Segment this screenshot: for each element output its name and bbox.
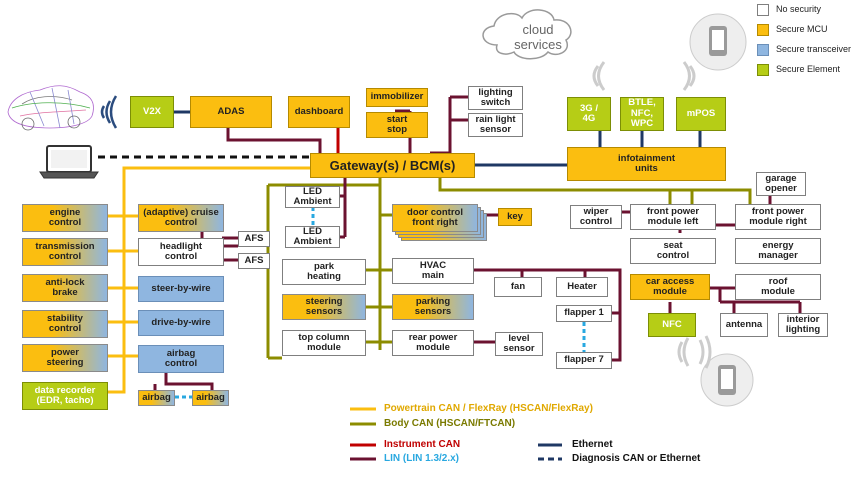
node-level-sensor[interactable]: level sensor	[495, 332, 543, 356]
cloud-icon	[482, 9, 572, 60]
node-anti-lock-brake[interactable]: anti-lock brake	[22, 274, 108, 302]
node-door-control[interactable]: door control front right	[392, 204, 478, 232]
node-front-power-left[interactable]: front power module left	[630, 204, 716, 230]
node-steer-by-wire[interactable]: steer-by-wire	[138, 276, 224, 302]
legend-swatch-secure-transceiver	[757, 44, 769, 56]
legend-label-secure-transceiver: Secure transceiver	[776, 44, 852, 54]
smartphone-icon	[592, 13, 747, 91]
node-3g-4g[interactable]: 3G / 4G	[567, 97, 611, 131]
node-dashboard[interactable]: dashboard	[288, 96, 350, 128]
legend-swatch-secure-mcu	[757, 24, 769, 36]
bus-legend-powertrain: Powertrain CAN / FlexRay (HSCAN/FlexRay)	[384, 403, 593, 414]
node-hvac-main[interactable]: HVAC main	[392, 258, 474, 284]
node-immobilizer[interactable]: immobilizer	[366, 88, 428, 107]
node-antenna[interactable]: antenna	[720, 313, 768, 337]
node-mpos[interactable]: mPOS	[676, 97, 726, 131]
node-steering-sensors[interactable]: steering sensors	[282, 294, 366, 320]
laptop-icon	[39, 145, 99, 179]
node-parking-sensors[interactable]: parking sensors	[392, 294, 474, 320]
node-led-ambient-1[interactable]: LED Ambient	[285, 186, 340, 208]
node-power-steering[interactable]: power steering	[22, 344, 108, 372]
bus-legend-lin: LIN (LIN 1.3/2.x)	[384, 453, 460, 464]
cloud-services-label: cloud services	[514, 22, 562, 52]
bus-legend-diagnosis: Diagnosis CAN or Ethernet	[572, 453, 701, 464]
node-roof-module[interactable]: roof module	[735, 274, 821, 300]
lin-dotted-lines	[175, 207, 586, 399]
node-energy-manager[interactable]: energy manager	[735, 238, 821, 264]
node-drive-by-wire[interactable]: drive-by-wire	[138, 310, 224, 336]
node-nfc[interactable]: NFC	[648, 313, 696, 337]
node-start-stop[interactable]: start stop	[366, 112, 428, 138]
wireless-signal-icon	[100, 95, 118, 129]
node-rain-light-sensor[interactable]: rain light sensor	[468, 113, 523, 137]
bus-legend-lines	[350, 407, 562, 461]
node-flapper-1[interactable]: flapper 1	[556, 305, 612, 322]
node-lighting-switch[interactable]: lighting switch	[468, 86, 523, 110]
node-afs-1[interactable]: AFS	[238, 231, 270, 247]
node-wiper-control[interactable]: wiper control	[570, 205, 622, 229]
car-wireframe-icon	[7, 85, 94, 131]
powertrain-bus-lines	[108, 166, 310, 394]
node-park-heating[interactable]: park heating	[282, 259, 366, 285]
node-key[interactable]: key	[498, 208, 532, 226]
node-data-recorder[interactable]: data recorder (EDR, tacho)	[22, 382, 108, 410]
legend-swatch-no-security	[757, 4, 769, 16]
node-cruise-control[interactable]: (adaptive) cruise control	[138, 204, 224, 232]
node-interior-lighting[interactable]: interior lighting	[778, 313, 828, 337]
node-seat-control[interactable]: seat control	[630, 238, 716, 264]
smartphone-icon-bottom	[677, 335, 754, 407]
node-infotainment-units[interactable]: infotainment units	[567, 147, 726, 181]
node-flapper-7[interactable]: flapper 7	[556, 352, 612, 369]
node-engine-control[interactable]: engine control	[22, 204, 108, 232]
legend-label-no-security: No security	[776, 4, 822, 14]
node-airbag-1[interactable]: airbag	[138, 390, 175, 406]
body-bus-lines	[266, 178, 752, 360]
legend-label-secure-element: Secure Element	[776, 64, 841, 74]
node-top-column-module[interactable]: top column module	[282, 330, 366, 356]
node-front-power-right[interactable]: front power module right	[735, 204, 821, 230]
bus-legend-ethernet: Ethernet	[572, 439, 613, 450]
node-fan[interactable]: fan	[494, 277, 542, 297]
legend-label-secure-mcu: Secure MCU	[776, 24, 828, 34]
node-car-access-module[interactable]: car access module	[630, 274, 710, 300]
node-adas[interactable]: ADAS	[190, 96, 272, 128]
node-btle-nfc-wpc[interactable]: BTLE, NFC, WPC	[620, 97, 664, 131]
node-v2x[interactable]: V2X	[130, 96, 174, 128]
node-headlight-control[interactable]: headlight control	[138, 238, 224, 266]
node-airbag-2[interactable]: airbag	[192, 390, 229, 406]
node-afs-2[interactable]: AFS	[238, 253, 270, 269]
node-heater[interactable]: Heater	[556, 277, 608, 297]
node-stability-control[interactable]: stability control	[22, 310, 108, 338]
node-garage-opener[interactable]: garage opener	[756, 172, 806, 196]
node-transmission-control[interactable]: transmission control	[22, 238, 108, 266]
bus-legend-instrument: Instrument CAN	[384, 439, 461, 450]
legend-swatch-secure-element	[757, 64, 769, 76]
node-airbag-control[interactable]: airbag control	[138, 345, 224, 373]
gateway-bcm[interactable]: Gateway(s) / BCM(s)	[310, 153, 475, 178]
node-led-ambient-2[interactable]: LED Ambient	[285, 226, 340, 248]
bus-legend-body: Body CAN (HSCAN/FTCAN)	[384, 418, 516, 429]
node-rear-power-module[interactable]: rear power module	[392, 330, 474, 356]
